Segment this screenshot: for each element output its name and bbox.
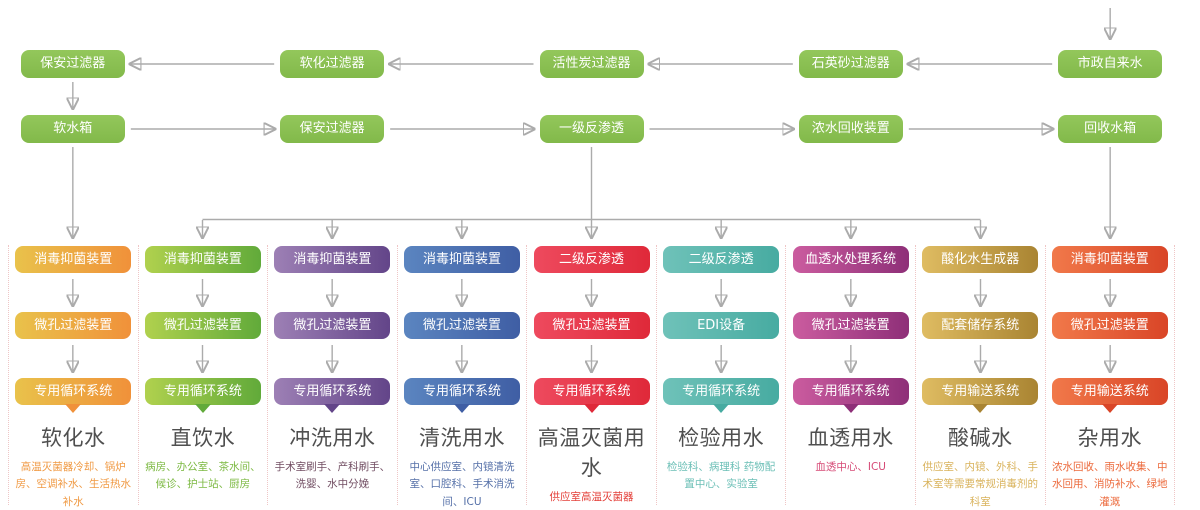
water-type-title-laboratory-water: 检验用水 bbox=[678, 426, 765, 450]
flow-node-soft-water-tank: 软水箱 bbox=[20, 115, 125, 143]
process-box-laboratory-water-3: 专用循环系统 bbox=[663, 378, 780, 405]
water-type-title-cleaning-water: 清洗用水 bbox=[418, 426, 505, 450]
process-box-high-temp-sterilization-water-3: 专用循环系统 bbox=[533, 378, 650, 405]
process-box-miscellaneous-water-3: 专用输送系统 bbox=[1051, 378, 1168, 405]
usage-desc-rinse-water: 手术室刷手、产科刷手、洗婴、水中分娩 bbox=[274, 461, 391, 491]
water-type-title-acid-alkaline-water: 酸碱水 bbox=[947, 426, 1013, 450]
process-box-hemodialysis-water-1: 血透水处理系统 bbox=[792, 246, 909, 273]
water-type-title-high-temp-sterilization-water: 高温灭菌用水 bbox=[537, 426, 646, 480]
process-box-rinse-water-1: 消毒抑菌装置 bbox=[274, 246, 391, 273]
water-type-title-miscellaneous-water: 杂用水 bbox=[1077, 426, 1143, 450]
water-type-title-rinse-water: 冲洗用水 bbox=[289, 426, 376, 450]
usage-desc-direct-drinking-water: 病房、办公室、茶水间、候诊、护士站、厨房 bbox=[145, 461, 261, 491]
process-box-rinse-water-2: 微孔过滤装置 bbox=[274, 312, 391, 339]
process-box-softened-water-2: 微孔过滤装置 bbox=[15, 312, 132, 339]
process-box-acid-alkaline-water-3: 专用输送系统 bbox=[922, 378, 1039, 405]
flow-node-activated-carbon-filter: 活性炭过滤器 bbox=[539, 50, 644, 78]
process-box-softened-water-1: 消毒抑菌装置 bbox=[15, 246, 132, 273]
water-type-title-direct-drinking-water: 直饮水 bbox=[170, 426, 236, 450]
process-box-direct-drinking-water-2: 微孔过滤装置 bbox=[144, 312, 261, 339]
usage-desc-acid-alkaline-water: 供应室、内镜、外科、手术室等需要常规消毒剂的科室 bbox=[922, 461, 1038, 508]
flow-node-softening-filter: 软化过滤器 bbox=[280, 50, 385, 78]
usage-column-softened-water: 消毒抑菌装置 微孔过滤装置 专用循环系统 软化水 高温灭菌器冷却、锅炉房、空调补… bbox=[8, 245, 138, 508]
process-box-miscellaneous-water-1: 消毒抑菌装置 bbox=[1051, 246, 1168, 273]
process-box-direct-drinking-water-3: 专用循环系统 bbox=[144, 378, 261, 405]
process-box-laboratory-water-1: 二级反渗透 bbox=[663, 246, 780, 273]
flow-node-quartz-sand-filter: 石英砂过滤器 bbox=[798, 50, 903, 78]
flow-node-security-filter: 保安过滤器 bbox=[20, 50, 125, 78]
process-box-direct-drinking-water-1: 消毒抑菌装置 bbox=[144, 246, 261, 273]
process-box-cleaning-water-1: 消毒抑菌装置 bbox=[403, 246, 520, 273]
usage-column-acid-alkaline-water: 酸化水生成器 配套储存系统 专用输送系统 酸碱水 供应室、内镜、外科、手术室等需… bbox=[914, 245, 1045, 508]
process-box-high-temp-sterilization-water-2: 微孔过滤装置 bbox=[533, 312, 650, 339]
usage-column-direct-drinking-water: 消毒抑菌装置 微孔过滤装置 专用循环系统 直饮水 病房、办公室、茶水间、候诊、护… bbox=[137, 245, 268, 505]
usage-desc-laboratory-water: 检验科、病理科 药物配置中心、实验室 bbox=[666, 461, 776, 491]
flow-node-recycling-water-tank: 回收水箱 bbox=[1058, 115, 1163, 143]
flow-node-security-filter-2: 保安过滤器 bbox=[280, 115, 385, 143]
usage-columns: 消毒抑菌装置 微孔过滤装置 专用循环系统 软化水 高温灭菌器冷却、锅炉房、空调补… bbox=[8, 245, 1176, 508]
process-box-acid-alkaline-water-1: 酸化水生成器 bbox=[922, 246, 1039, 273]
process-box-cleaning-water-3: 专用循环系统 bbox=[403, 378, 520, 405]
flow-node-concentrate-recovery: 浓水回收装置 bbox=[798, 115, 903, 143]
process-box-miscellaneous-water-2: 微孔过滤装置 bbox=[1051, 312, 1168, 339]
usage-desc-cleaning-water: 中心供应室、内镜清洗室、口腔科、手术消洗间、ICU bbox=[409, 461, 515, 508]
usage-desc-hemodialysis-water: 血透中心、ICU bbox=[815, 461, 886, 473]
flow-node-first-stage-ro: 一级反渗透 bbox=[539, 115, 644, 143]
usage-column-high-temp-sterilization-water: 二级反渗透 微孔过滤装置 专用循环系统 高温灭菌用水 供应室高温灭菌器 bbox=[526, 245, 656, 505]
usage-column-cleaning-water: 消毒抑菌装置 微孔过滤装置 专用循环系统 清洗用水 中心供应室、内镜清洗室、口腔… bbox=[396, 245, 527, 508]
usage-desc-high-temp-sterilization-water: 供应室高温灭菌器 bbox=[549, 491, 634, 503]
water-type-title-hemodialysis-water: 血透用水 bbox=[807, 426, 894, 450]
usage-desc-softened-water: 高温灭菌器冷却、锅炉房、空调补水、生活热水补水 bbox=[15, 461, 132, 508]
process-box-cleaning-water-2: 微孔过滤装置 bbox=[403, 312, 520, 339]
usage-desc-miscellaneous-water: 浓水回收、雨水收集、中水回用、消防补水、绿地灌溉 bbox=[1052, 461, 1168, 508]
process-box-hemodialysis-water-2: 微孔过滤装置 bbox=[792, 312, 909, 339]
flow-node-municipal-tap-water: 市政自来水 bbox=[1058, 50, 1163, 78]
usage-column-laboratory-water: 二级反渗透 EDI设备 专用循环系统 检验用水 检验科、病理科 药物配置中心、实… bbox=[655, 245, 786, 505]
usage-column-hemodialysis-water: 血透水处理系统 微孔过滤装置 专用循环系统 血透用水 血透中心、ICU bbox=[785, 245, 915, 505]
process-box-high-temp-sterilization-water-1: 二级反渗透 bbox=[533, 246, 650, 273]
process-box-laboratory-water-2: EDI设备 bbox=[663, 312, 780, 339]
process-box-acid-alkaline-water-2: 配套储存系统 bbox=[922, 312, 1039, 339]
process-box-rinse-water-3: 专用循环系统 bbox=[274, 378, 391, 405]
usage-column-miscellaneous-water: 消毒抑菌装置 微孔过滤装置 专用输送系统 杂用水 浓水回收、雨水收集、中水回用、… bbox=[1044, 245, 1176, 508]
process-box-softened-water-3: 专用循环系统 bbox=[15, 378, 132, 405]
water-type-title-softened-water: 软化水 bbox=[41, 426, 106, 450]
process-box-hemodialysis-water-3: 专用循环系统 bbox=[792, 378, 909, 405]
usage-column-rinse-water: 消毒抑菌装置 微孔过滤装置 专用循环系统 冲洗用水 手术室刷手、产科刷手、洗婴、… bbox=[267, 245, 397, 505]
